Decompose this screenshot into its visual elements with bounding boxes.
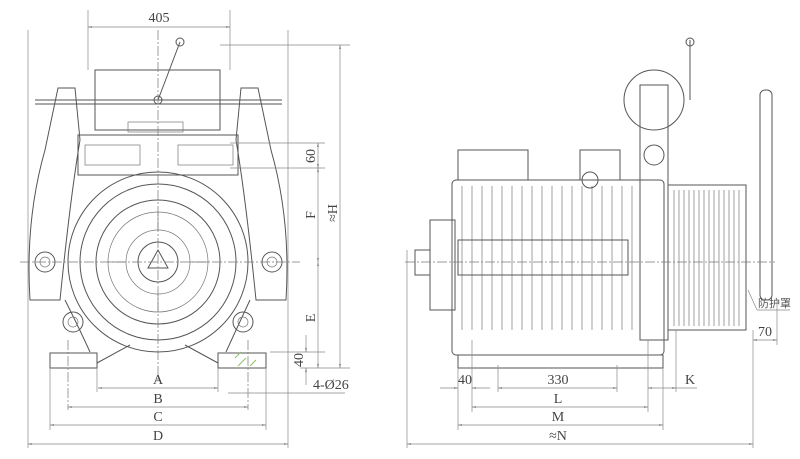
dim-330: 330 xyxy=(548,373,569,388)
dim-F: F xyxy=(304,211,319,219)
dim-D: D xyxy=(153,429,163,444)
dim-40-front: 40 xyxy=(292,353,307,367)
front-view: 405 60 F ≈H E 40 4-Ø26 A B C D xyxy=(20,10,350,448)
dim-M: M xyxy=(552,410,565,425)
dim-N: ≈N xyxy=(549,429,567,444)
side-view: 40 330 K L M ≈N 70 防护罩 xyxy=(405,37,791,448)
guard-label: 防护罩 xyxy=(758,296,791,310)
dim-70: 70 xyxy=(758,325,772,340)
dim-40-side: 40 xyxy=(458,373,472,388)
terminal-box xyxy=(457,149,529,181)
stator-band xyxy=(457,239,629,276)
dim-C: C xyxy=(153,410,162,425)
brake-arm-right xyxy=(235,87,288,301)
guard-drum xyxy=(667,184,747,331)
side-base xyxy=(457,354,664,369)
release-lever xyxy=(157,41,181,101)
dim-K: K xyxy=(685,373,695,388)
dim-405: 405 xyxy=(149,11,170,26)
handwheel xyxy=(759,89,773,301)
brake-arm-left xyxy=(28,87,81,301)
encoder-flange xyxy=(429,219,456,311)
brake-disc xyxy=(623,69,685,131)
dim-E: E xyxy=(304,314,319,323)
bolt-hole-hatch xyxy=(234,351,257,367)
lever-knob xyxy=(175,37,185,47)
dim-A: A xyxy=(153,373,164,388)
dim-H: ≈H xyxy=(326,204,341,222)
dim-L: L xyxy=(554,392,563,407)
dim-bolt-holes: 4-Ø26 xyxy=(313,378,349,393)
dim-60: 60 xyxy=(304,149,319,163)
dim-B: B xyxy=(153,392,162,407)
